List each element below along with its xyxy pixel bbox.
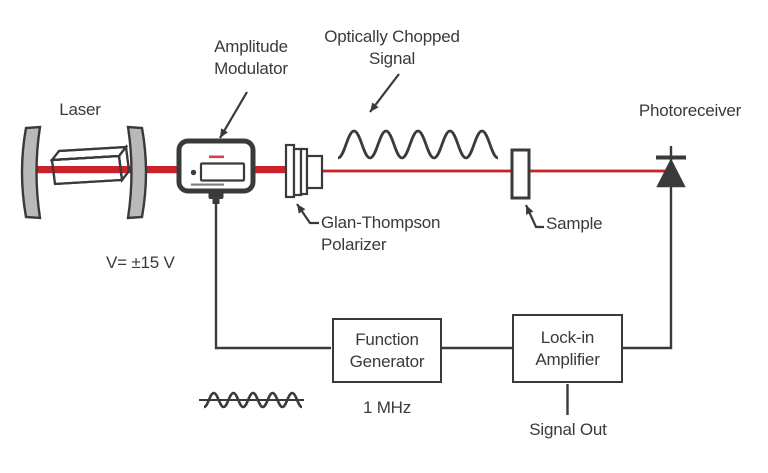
- laser-gain-medium-outline: [49, 144, 131, 186]
- laser-beam-icon: [30, 166, 667, 174]
- reference-wave-icon: [199, 391, 304, 409]
- amplitude-modulator-arrow: [219, 91, 248, 139]
- modulator-voltage-label: V= ±15 V: [106, 253, 175, 272]
- sample-arrow: [524, 204, 544, 229]
- optically-chopped-signal-label: Optically Chopped Signal: [324, 27, 460, 68]
- chopped-signal-arrow: [369, 73, 400, 113]
- laser-mirror-left-icon: [20, 125, 42, 220]
- photoreceiver-to-lockin-wire: [623, 146, 673, 350]
- amplitude-modulator-label: Amplitude Modulator: [214, 37, 288, 78]
- frequency-label: 1 MHz: [362, 398, 412, 417]
- laser-gain-medium-icon: [49, 144, 131, 186]
- modulator-drive-wire: [214, 203, 331, 350]
- function-generator-box: Function Generator: [332, 318, 442, 383]
- sample-label: Sample: [546, 214, 603, 233]
- signal-out-label: Signal Out: [529, 420, 607, 439]
- lock-in-amplifier-box: Lock-in Amplifier: [512, 314, 623, 383]
- chopped-signal-wave-icon: [337, 129, 499, 160]
- laser-mirror-right-icon: [126, 125, 148, 220]
- glan-thompson-polarizer-label: Glan-Thompson Polarizer: [321, 213, 441, 254]
- photodiode-icon: [656, 155, 686, 188]
- amplitude-modulator-device-icon: [176, 138, 256, 204]
- sample-cell-icon: [510, 148, 531, 200]
- glan-thompson-polarizer-icon: [284, 143, 324, 199]
- polarizer-arrow: [296, 203, 319, 225]
- laser-label: Laser: [59, 100, 101, 119]
- photoreceiver-label: Photoreceiver: [638, 101, 742, 120]
